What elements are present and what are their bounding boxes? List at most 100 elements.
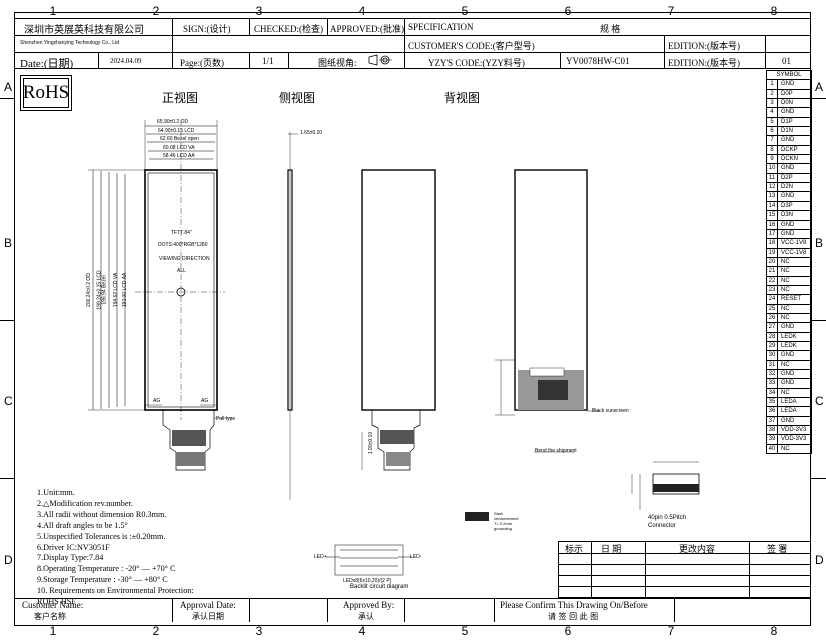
pin-number: 15	[767, 211, 778, 220]
pin-number: 36	[767, 407, 778, 416]
pin-signal: D2N	[781, 184, 794, 191]
dots-label: DOTS:400*RGB*1280	[158, 242, 208, 248]
pin-number: 10	[767, 164, 778, 173]
approval-date-cn: 承认日期	[192, 612, 224, 621]
back-view-title: 背视图	[444, 91, 481, 105]
pin-signal: GND	[781, 165, 795, 172]
zone-row-right: D	[815, 553, 824, 567]
dim-od-width: 65.90±0.2 OD	[157, 119, 189, 125]
pin-signal: NC	[781, 305, 790, 312]
note-line: 4.All draft angles to be 1.5°	[37, 520, 128, 530]
pin-signal: LEDA	[781, 399, 797, 406]
pin-signal: NC	[781, 389, 790, 396]
tft-label: TFT7.84"	[171, 230, 192, 236]
spec-cn: 规 格	[600, 24, 621, 34]
date-label: Date:(日期)	[20, 58, 74, 70]
customer-name-cn: 客户名称	[34, 612, 66, 621]
zone-col-top: 1	[49, 4, 57, 18]
rev-col-content: 更改内容	[679, 544, 716, 554]
yzy-code-label: YZY'S CODE:(YZY料号)	[428, 58, 525, 68]
zone-row-left: B	[4, 236, 13, 250]
pin-table-header-label: SYMBOL	[776, 72, 802, 78]
note-line: 5.Unspecified Tolerances is :±0.20mm.	[37, 531, 166, 541]
side-view-title: 侧视图	[279, 91, 316, 105]
pin-signal: GND	[781, 230, 795, 237]
spec-label: SPECIFICATION	[408, 22, 474, 32]
view-angle-label: 图纸视角:	[318, 58, 357, 68]
pin-number: 40	[767, 444, 778, 454]
led-minus-label: LED-	[410, 554, 422, 560]
note-line: 3.All radii without dimension R0.3mm.	[37, 509, 167, 519]
pin-signal: GND	[781, 371, 795, 377]
zone-row-right: C	[815, 394, 824, 408]
pin-signal: DCKN	[781, 156, 799, 163]
dim-lcd-width: 64.90±0.15 LCD	[158, 128, 195, 134]
pin-number: 21	[767, 267, 778, 276]
pin-signal: NC	[781, 268, 790, 275]
pin-signal: D1P	[781, 118, 793, 125]
zone-col-bottom: 2	[152, 624, 160, 638]
page-label: Page:(页数)	[180, 58, 224, 68]
pin-number: 20	[767, 257, 778, 267]
note-line: 9.Storage Temperature : -30° — +80° C	[37, 575, 168, 585]
confirm-note-cn: 请 签 回 此 图	[548, 612, 599, 621]
page-value: 1/1	[262, 56, 274, 66]
rev-col-date: 日 期	[601, 544, 622, 554]
pin-signal: DCKP	[781, 146, 798, 153]
pin-number: 33	[767, 379, 778, 388]
steel-swatch	[465, 512, 489, 521]
yzy-code-value: YV0078HW-C01	[566, 56, 630, 66]
pin-signal: LEDK	[781, 333, 797, 340]
ag-label-left: AG	[153, 398, 161, 404]
pin-number: 13	[767, 192, 778, 201]
pin-number: 17	[767, 229, 778, 239]
rohs-mark: RoHS	[20, 75, 72, 111]
pull-type-label: Pull type	[216, 416, 236, 422]
pin-signal: GND	[781, 137, 795, 144]
pin-number: 16	[767, 220, 778, 229]
zone-col-bottom: 5	[461, 624, 469, 638]
backlight-sub: LEDx8(6x10,20)/(2 P)	[343, 578, 392, 584]
pin-number: 14	[767, 201, 778, 211]
back-view-detail-outline	[495, 169, 600, 453]
zone-row-right: B	[815, 236, 824, 250]
pin-signal: GND	[781, 352, 795, 359]
front-view-title: 正视图	[162, 91, 199, 105]
note-line: 8.Operating Temperature : -20° — +70° C	[37, 564, 176, 574]
pin-number: 26	[767, 313, 778, 323]
approval-date-en: Approval Date:	[180, 600, 236, 610]
zone-col-top: 2	[152, 4, 160, 18]
pin-number: 18	[767, 239, 778, 248]
pin-signal: D1N	[781, 128, 794, 135]
pin-number: 8	[767, 145, 778, 155]
pin-number: 35	[767, 398, 778, 407]
projection-symbol-icon	[368, 54, 392, 66]
steel-note-2: reinforcement	[494, 516, 519, 521]
pin-signal: NC	[781, 277, 790, 284]
pin-signal: LEDA	[781, 408, 797, 415]
fpc-dim: 1.90±0.10	[368, 431, 375, 455]
rev-col-sign: 签 署	[767, 544, 788, 554]
edition-label-2: EDITION:(版本号)	[668, 58, 740, 68]
pin-number: 29	[767, 341, 778, 351]
zone-col-bottom: 3	[255, 624, 263, 638]
